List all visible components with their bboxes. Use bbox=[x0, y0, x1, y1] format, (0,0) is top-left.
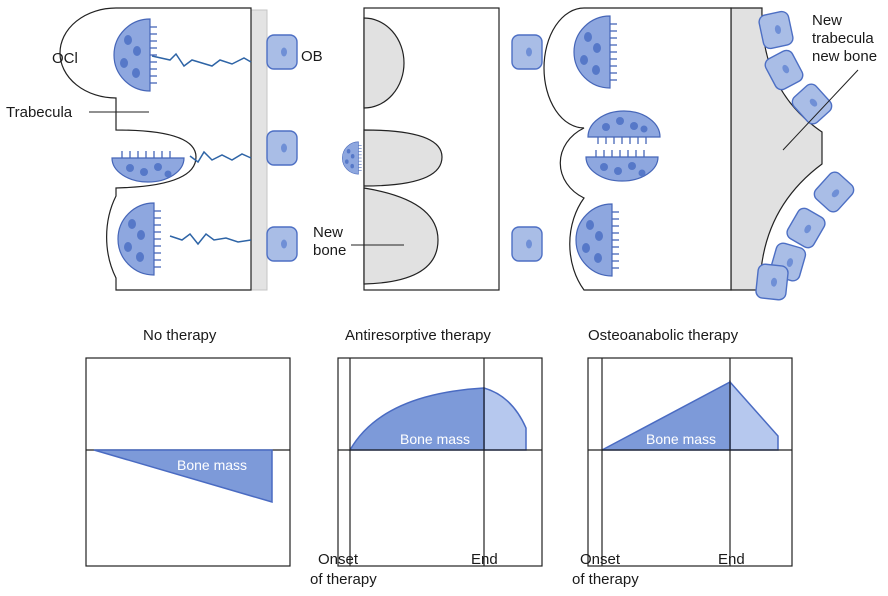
chart-antiresorptive: Antiresorptive therapy Bone mass Onset o… bbox=[310, 327, 543, 588]
onset-label-line1: Onset bbox=[580, 551, 621, 568]
chart-title: No therapy bbox=[143, 327, 217, 344]
new-bone-fill bbox=[363, 17, 405, 109]
osteoblast-cell bbox=[266, 130, 298, 166]
osteoblast-cell bbox=[266, 226, 298, 262]
bone-mass-label: Bone mass bbox=[646, 431, 716, 447]
osteoblast-cell bbox=[511, 226, 543, 262]
end-label: End bbox=[718, 551, 745, 568]
ob-label: OB bbox=[301, 48, 323, 65]
canal-line bbox=[189, 150, 252, 164]
chart-osteoanabolic: Osteoanabolic therapy Bone mass Onset of… bbox=[572, 327, 793, 588]
onset-label-line1: Onset bbox=[318, 551, 359, 568]
new-trabecula-fill bbox=[730, 7, 823, 291]
new-trabecula-label-line2: trabecula bbox=[812, 30, 874, 47]
bone-mass-area-after bbox=[483, 387, 527, 451]
new-trabecula-label-line1: New bbox=[812, 12, 842, 29]
osteoblast-cell bbox=[511, 34, 543, 70]
chart-frame bbox=[337, 357, 543, 567]
bone-mass-area bbox=[93, 449, 273, 504]
canal-line bbox=[151, 52, 252, 68]
end-label: End bbox=[471, 551, 498, 568]
chart-title: Antiresorptive therapy bbox=[345, 327, 491, 344]
bone-mass-label: Bone mass bbox=[177, 457, 247, 473]
canal-line bbox=[169, 232, 252, 246]
onset-label-line2: of therapy bbox=[572, 571, 639, 588]
chart-frame bbox=[587, 357, 793, 567]
osteoclast-cell bbox=[111, 150, 185, 183]
trabecula-surface bbox=[59, 7, 252, 291]
osteoblast-cell bbox=[266, 34, 298, 70]
bone-lining bbox=[250, 9, 268, 291]
new-bone-label-line2: bone bbox=[313, 242, 346, 259]
new-trabecula-leader bbox=[782, 69, 859, 151]
new-bone-fill bbox=[363, 129, 443, 187]
onset-label-line2: of therapy bbox=[310, 571, 377, 588]
osteoanabolic-illustration: New trabecula new bone bbox=[543, 7, 877, 302]
new-trabecula-label-line3: new bone bbox=[812, 48, 877, 65]
antiresorptive-illustration: New bone bbox=[313, 7, 543, 291]
chart-title: Osteoanabolic therapy bbox=[588, 327, 739, 344]
bone-mass-label: Bone mass bbox=[400, 431, 470, 447]
trabecula-label: Trabecula bbox=[6, 104, 73, 121]
chart-no-therapy: No therapy Bone mass bbox=[85, 327, 291, 567]
ocl-label: OCl bbox=[52, 50, 78, 67]
new-bone-fill bbox=[363, 187, 439, 285]
osteoblast-cell bbox=[757, 9, 795, 51]
osteoblast-cell bbox=[810, 168, 858, 216]
osteoclast-cell bbox=[342, 141, 362, 175]
osteoblast-cell bbox=[754, 262, 790, 302]
trabecula-surface bbox=[543, 7, 732, 291]
osteoblast-cell bbox=[783, 205, 829, 251]
new-bone-label-line1: New bbox=[313, 224, 343, 241]
resorption-illustration: OCl OB Trabecula bbox=[6, 7, 323, 291]
